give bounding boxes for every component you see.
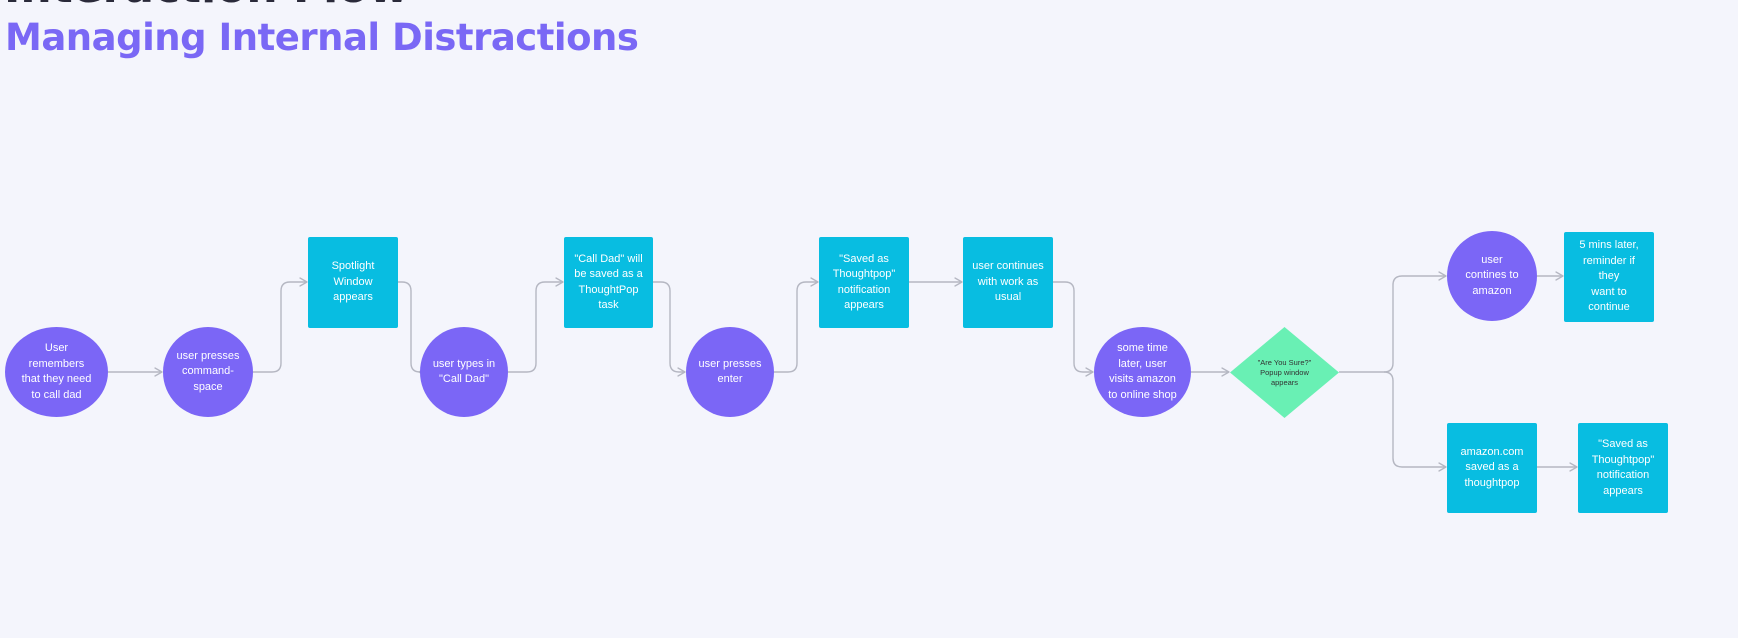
connector-n10-n11 (1339, 271, 1447, 373)
flow-node-continue-work: user continues with work as usual (963, 237, 1053, 328)
flow-node-saved-as-task: "Call Dad" will be saved as a ThoughtPop… (564, 237, 653, 328)
connector-n4-n5 (508, 277, 564, 373)
flow-node-saved-notification-2: "Saved as Thoughtpop" notification appea… (1578, 423, 1668, 513)
flow-node-saved-notification: "Saved as Thoughtpop" notification appea… (819, 237, 909, 328)
flow-node-remember-call-dad: User remembers that they need to call da… (5, 327, 108, 417)
decision-label: "Are You Sure?" Popup window appears (1257, 357, 1312, 387)
connector-n8-n9 (1053, 281, 1094, 377)
flow-node-continue-to-amazon: user contines to amazon (1447, 231, 1537, 321)
page-subtitle: Managing Internal Distractions (5, 16, 639, 59)
connector-n2-n3 (253, 277, 308, 373)
flow-node-amazon-saved: amazon.com saved as a thoughtpop (1447, 423, 1537, 513)
connector-n10-n13 (1383, 371, 1447, 472)
flow-node-are-you-sure-popup: "Are You Sure?" Popup window appears (1230, 327, 1339, 418)
flow-node-reminder-5-mins: 5 mins later, reminder if they want to c… (1564, 232, 1654, 322)
flow-node-visit-amazon: some time later, user visits amazon to o… (1094, 327, 1191, 417)
flow-node-press-command-space: user presses command- space (163, 327, 253, 417)
flow-node-type-call-dad: user types in "Call Dad" (420, 327, 508, 417)
page-title: Interaction Flow (4, 0, 409, 10)
connector-n5-n6 (653, 281, 686, 377)
flow-node-press-enter: user presses enter (686, 327, 774, 417)
flow-node-spotlight-appears: Spotlight Window appears (308, 237, 398, 328)
connector-n3-n4 (398, 281, 427, 377)
connector-n6-n7 (774, 277, 819, 373)
